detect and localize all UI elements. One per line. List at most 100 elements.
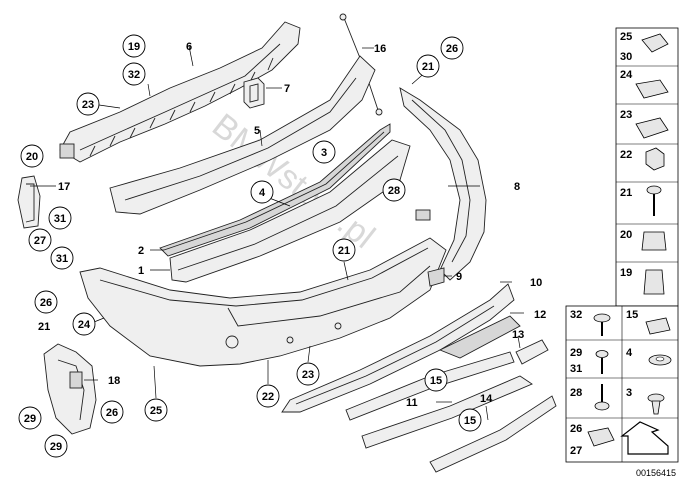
fastener-arrow [620,421,669,455]
clip-icon [641,33,669,53]
callout-8: 8 [514,181,520,193]
svg-text:21: 21 [620,187,632,199]
clip-icon-2 [645,317,671,335]
callout-15: 15 [424,368,448,392]
screw-washer-icon [593,313,611,336]
svg-text:26: 26 [446,43,458,55]
svg-text:19: 19 [620,267,632,279]
bumper-shell-part [79,237,447,367]
callout-13: 13 [512,329,524,341]
fastener-26-27: 26 27 [570,423,615,457]
lower-bar-part [169,139,411,283]
trim-strip-14-part [429,395,557,473]
fastener-21: 21 [620,185,662,216]
callout-15-second: 15 [458,408,482,432]
svg-text:22: 22 [620,149,632,161]
expanding-nut-icon [643,269,665,295]
svg-text:27: 27 [34,235,46,247]
fastener-15: 15 [626,309,671,335]
callout-27: 27 [28,228,52,252]
svg-text:26: 26 [40,297,52,309]
svg-text:3: 3 [321,147,327,159]
svg-text:15: 15 [626,309,638,321]
hex-nut-icon [645,147,665,171]
fastener-24: 24 [620,69,669,99]
callout-3: 3 [312,140,336,164]
svg-text:28: 28 [388,185,400,197]
callout-31: 31 [48,206,72,230]
callout-6: 6 [186,41,192,53]
svg-text:29: 29 [50,441,62,453]
svg-text:4: 4 [259,187,266,199]
svg-text:26: 26 [570,423,582,435]
callout-7: 7 [284,83,290,95]
fastener-3: 3 [626,387,665,415]
callout-11: 11 [406,397,418,409]
callout-29-second: 29 [44,434,68,458]
svg-text:30: 30 [620,51,632,63]
callout-4: 4 [250,180,274,204]
callout-26-second: 26 [34,290,58,314]
svg-text:22: 22 [262,391,274,403]
fastener-23: 23 [620,109,669,139]
screw-icon [646,185,662,216]
svg-text:4: 4 [626,347,633,359]
fastener-32: 32 [570,309,611,336]
svg-text:21: 21 [338,245,350,257]
callout-25: 25 [144,398,168,422]
callout-2: 2 [138,245,144,257]
svg-text:28: 28 [570,387,582,399]
svg-text:25: 25 [150,405,162,417]
callout-29: 29 [18,406,42,430]
callout-21-second: 21 [332,238,356,262]
callout-20: 20 [20,144,44,168]
bracket-upper-part [59,21,301,163]
svg-text:25: 25 [620,31,632,43]
callout-18: 18 [108,375,120,387]
callout-32: 32 [122,62,146,86]
callout-31-second: 31 [50,246,74,270]
callout-5: 5 [254,125,260,137]
fastener-19: 19 [620,267,665,295]
svg-text:24: 24 [78,319,91,331]
svg-text:29: 29 [24,413,36,425]
washer-icon [648,354,672,366]
callout-9: 9 [456,271,462,283]
bumper-end-part [399,87,487,281]
lower-bracket-part [43,343,97,435]
svg-text:24: 24 [620,69,633,81]
svg-text:21: 21 [422,61,434,73]
screw-icon-2 [595,350,609,374]
svg-text:31: 31 [570,363,582,375]
svg-text:20: 20 [620,229,632,241]
callout-21: 21 [416,54,440,78]
svg-text:20: 20 [26,151,38,163]
svg-text:23: 23 [302,369,314,381]
svg-text:26: 26 [106,407,118,419]
svg-text:31: 31 [54,213,66,225]
collar-nut-icon [641,231,667,251]
fastener-4: 4 [626,347,672,366]
fastener-20: 20 [620,229,667,251]
callout-12: 12 [534,309,546,321]
callout-14: 14 [480,393,493,405]
svg-text:23: 23 [82,99,94,111]
small-bracket-part [427,267,445,287]
callout-28: 28 [382,178,406,202]
svg-text:32: 32 [128,69,140,81]
clip-part [243,77,265,109]
callout-19: 19 [122,34,146,58]
fastener-25-30: 25 30 [620,31,669,63]
side-bracket-part [17,175,41,229]
callout-10: 10 [530,277,542,289]
callout-16: 16 [374,43,386,55]
fastener-22: 22 [620,147,665,171]
callout-23: 23 [76,92,100,116]
callout-26: 26 [440,36,464,60]
cover-trim-part [109,55,376,215]
fastener-29-31: 29 31 [570,347,609,375]
trim-strip-13-part [515,339,549,365]
svg-text:23: 23 [620,109,632,121]
fastener-column: 25 30 24 23 22 21 [615,27,679,307]
